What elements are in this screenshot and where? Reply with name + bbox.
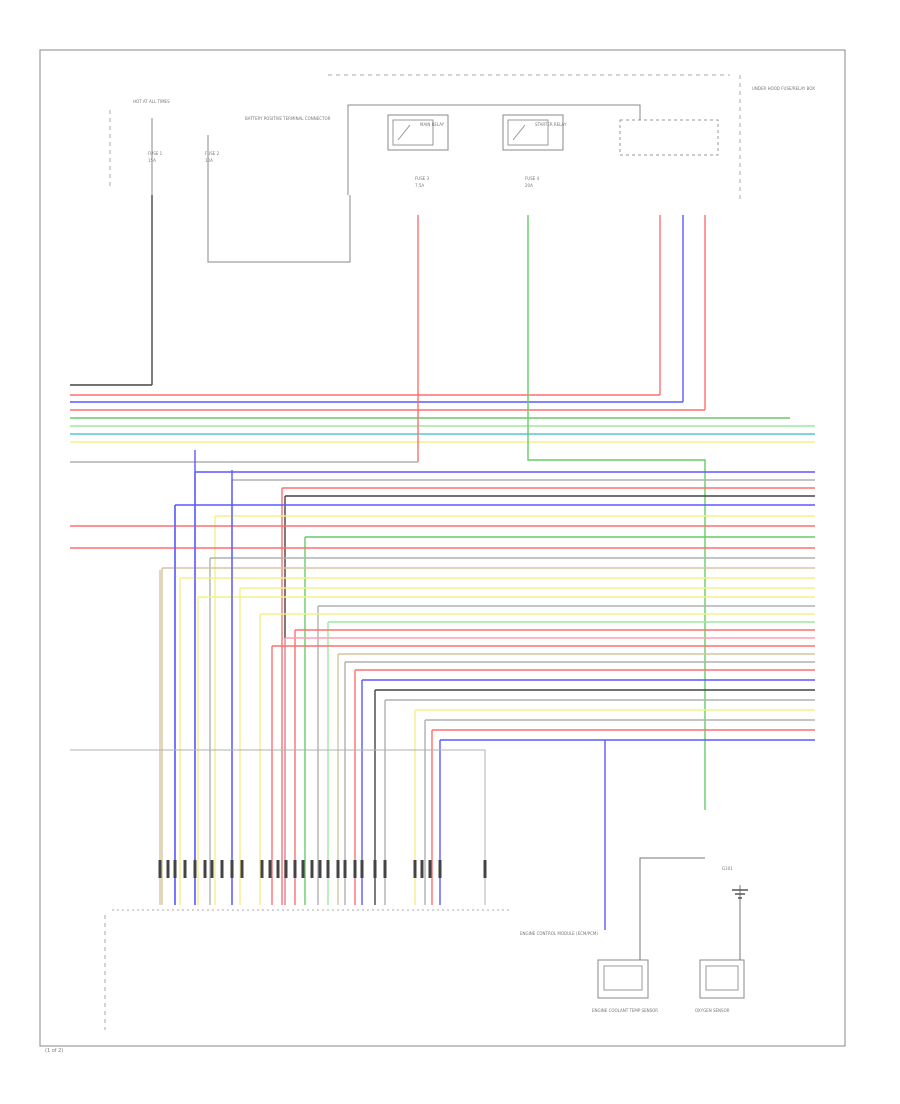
connector-pin bbox=[420, 860, 424, 878]
relay-2-box bbox=[502, 114, 564, 151]
fuse-4-name: FUSE 4 bbox=[525, 176, 540, 181]
relay-3-box bbox=[619, 119, 719, 156]
connector-pin bbox=[284, 860, 288, 878]
connector-pin bbox=[230, 860, 234, 878]
relay-2-label: STARTER RELAY bbox=[535, 122, 567, 127]
connector-pin bbox=[173, 860, 177, 878]
connector-pin bbox=[240, 860, 244, 878]
relay-2-switch bbox=[512, 124, 526, 141]
connector-pin bbox=[336, 860, 340, 878]
relay-1-switch bbox=[397, 124, 411, 141]
ground-icon bbox=[732, 889, 748, 899]
battery-feed-wire bbox=[207, 135, 351, 263]
sensor-signal-wire bbox=[639, 857, 705, 960]
ground-label: G101 bbox=[722, 866, 733, 871]
connector-pin bbox=[413, 860, 417, 878]
connector-pin bbox=[326, 860, 330, 878]
connector-pin bbox=[301, 860, 305, 878]
fuse-2-name: FUSE 2 bbox=[205, 151, 220, 156]
connector-pin bbox=[383, 860, 387, 878]
relay-1-box bbox=[387, 114, 449, 151]
sensor-left-label: ENGINE COOLANT TEMP SENSOR bbox=[592, 1008, 658, 1013]
connector-pin bbox=[483, 860, 487, 878]
sensor-left-box bbox=[597, 959, 649, 999]
page-footer-code: (1 of 2) bbox=[45, 1048, 63, 1054]
wire-green-10 bbox=[527, 215, 706, 810]
supply-bus bbox=[347, 104, 641, 195]
battery-connector-label: BATTERY POSITIVE TERMINAL CONNECTOR bbox=[245, 116, 331, 121]
connector-pin bbox=[293, 860, 297, 878]
fuse-1-name: FUSE 1 bbox=[148, 151, 163, 156]
connector-pin bbox=[220, 860, 224, 878]
connector-pin bbox=[268, 860, 272, 878]
connector-pin bbox=[276, 860, 280, 878]
fuse-2-rating: 10A bbox=[205, 158, 213, 163]
connector-pin bbox=[158, 860, 162, 878]
connector-pin bbox=[260, 860, 264, 878]
ecm-label: ENGINE CONTROL MODULE (ECM/PCM) bbox=[520, 931, 598, 936]
connector-pin bbox=[166, 860, 170, 878]
connector-pin bbox=[353, 860, 357, 878]
connector-pin bbox=[183, 860, 187, 878]
fuse-3-name: FUSE 3 bbox=[415, 176, 430, 181]
connector-pin bbox=[193, 860, 197, 878]
diagram-border bbox=[39, 49, 846, 1047]
fuse-3-rating: 7.5A bbox=[415, 183, 424, 188]
wire-layer bbox=[70, 195, 815, 930]
fuse-box-label: UNDER HOOD FUSE/RELAY BOX bbox=[752, 86, 815, 91]
hot-at-all-times-label: HOT AT ALL TIMES bbox=[133, 99, 170, 104]
sensor-right-element bbox=[705, 965, 739, 991]
connector-pin bbox=[428, 860, 432, 878]
connector-pin bbox=[438, 860, 442, 878]
connector-pin bbox=[343, 860, 347, 878]
connector-pin bbox=[373, 860, 377, 878]
connector-pin bbox=[318, 860, 322, 878]
fuse-4-rating: 20A bbox=[525, 183, 533, 188]
sensor-left-element bbox=[603, 965, 643, 991]
wire-grey-78 bbox=[70, 749, 486, 905]
relay-1-label: MAIN RELAY bbox=[420, 122, 445, 127]
connector-pin bbox=[203, 860, 207, 878]
connector-pin bbox=[360, 860, 364, 878]
sensor-right-box bbox=[699, 959, 745, 999]
relay-2-coil bbox=[507, 119, 549, 146]
connector-pin bbox=[210, 860, 214, 878]
sensor-right-label: OXYGEN SENSOR bbox=[695, 1008, 730, 1013]
relay-1-coil bbox=[392, 119, 434, 146]
connector-pin bbox=[310, 860, 314, 878]
